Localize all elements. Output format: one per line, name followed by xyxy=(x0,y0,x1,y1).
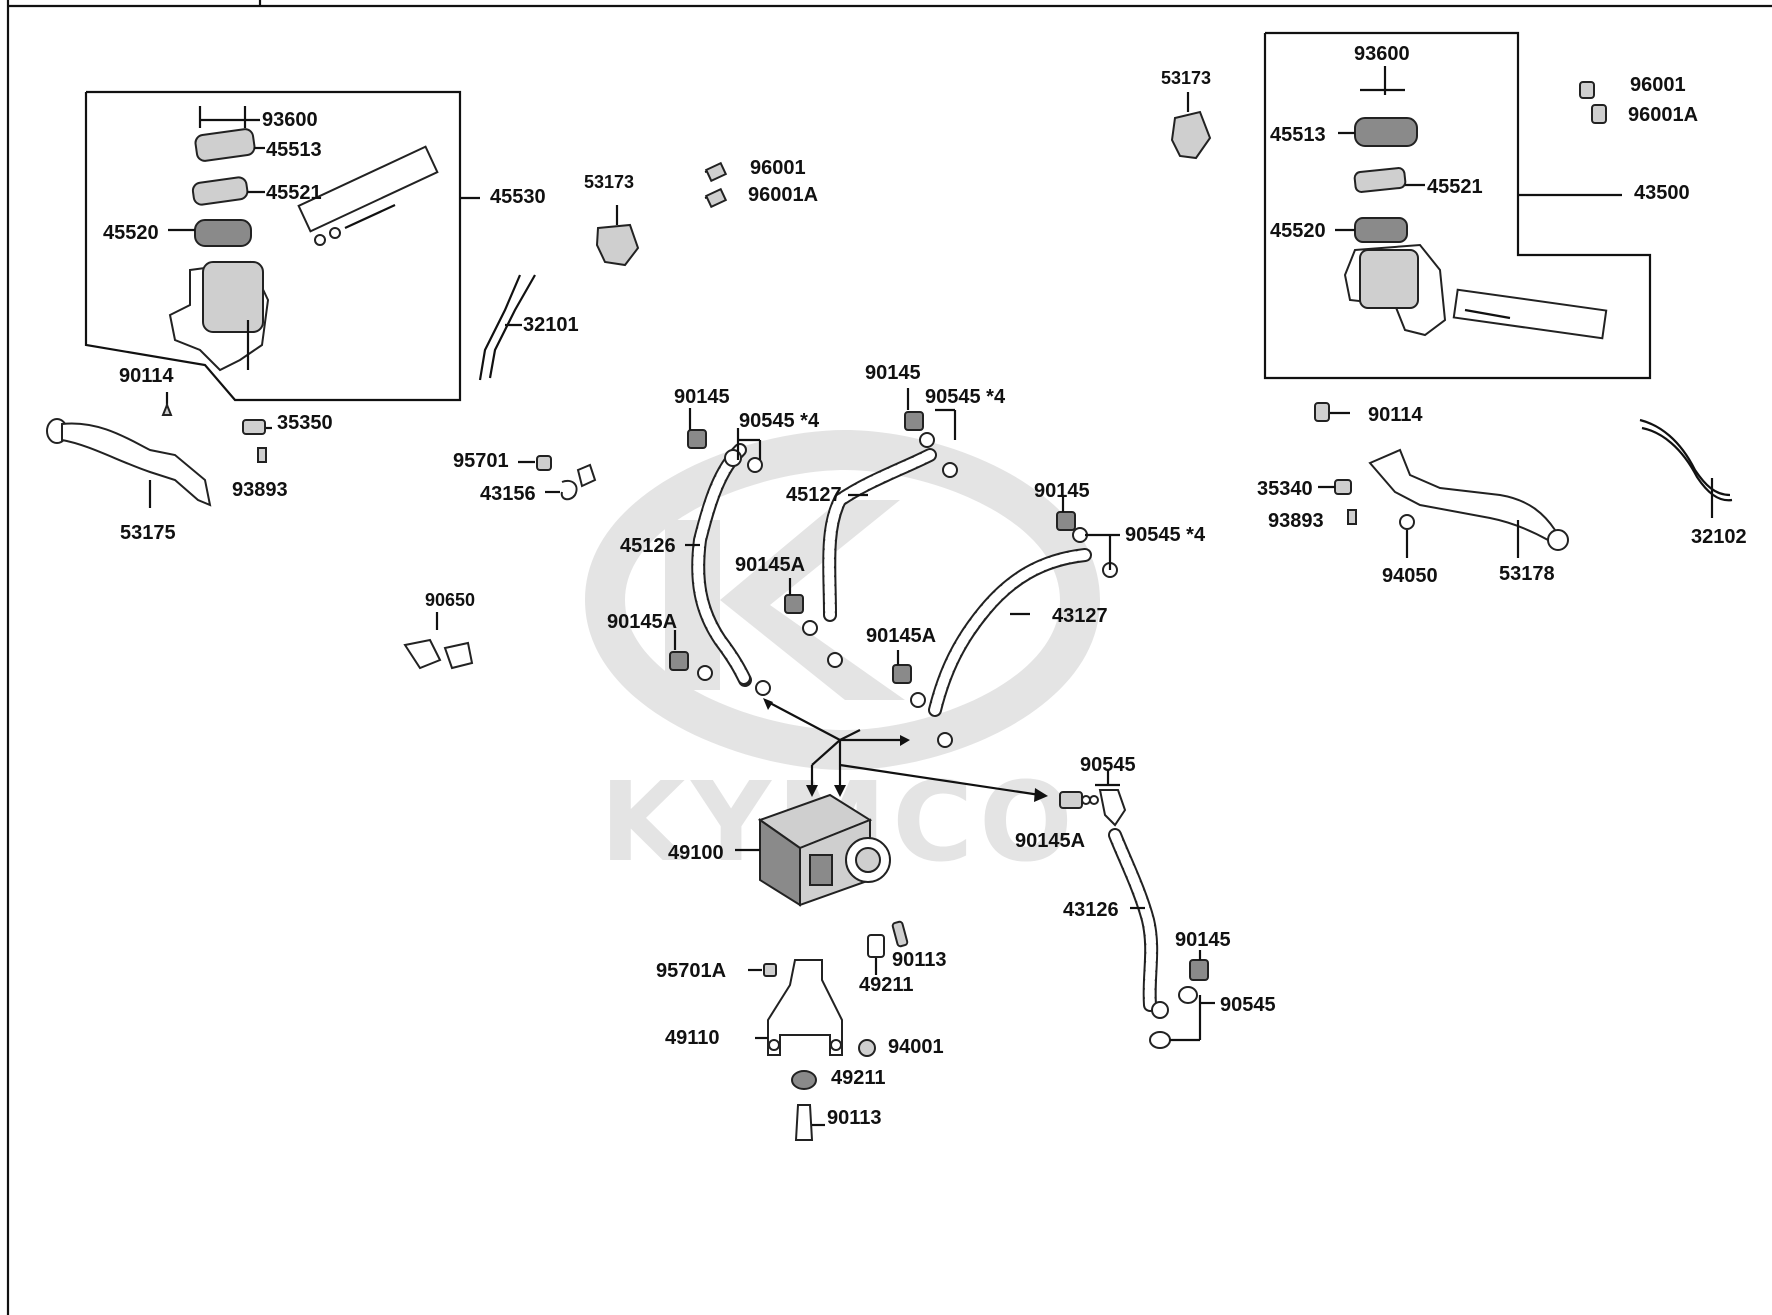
flow-arrows xyxy=(763,698,1048,802)
right-lever-parts xyxy=(1170,81,1733,558)
part-label-35350: 35350 xyxy=(277,412,333,434)
part-label-95701: 95701 xyxy=(453,450,509,472)
part-label-90545-a: 90545 *4 xyxy=(739,410,820,432)
part-label-90145-a: 90145 xyxy=(674,386,730,408)
part-label-90650: 90650 xyxy=(425,590,476,610)
part-label-90145-d: 90145 xyxy=(1175,929,1231,951)
abs-unit xyxy=(735,793,891,907)
part-label-90545-d: 90545 xyxy=(1080,754,1136,776)
right-master-cylinder-parts xyxy=(1335,66,1608,340)
part-label-90113-a: 90113 xyxy=(892,949,947,971)
clips-left xyxy=(403,455,597,670)
part-label-93600-left: 93600 xyxy=(262,109,318,131)
part-label-35340: 35340 xyxy=(1257,478,1313,500)
part-label-32102: 32102 xyxy=(1691,526,1747,548)
part-label-45521-left: 45521 xyxy=(266,182,322,204)
part-label-45513-right: 45513 xyxy=(1270,124,1326,146)
part-label-90145A-b: 90145A xyxy=(735,554,806,576)
part-label-45530: 45530 xyxy=(490,186,546,208)
part-label-49211-a: 49211 xyxy=(859,974,914,996)
part-label-94050: 94050 xyxy=(1382,565,1438,587)
part-label-49100: 49100 xyxy=(668,842,724,864)
brake-switch-and-cable-left xyxy=(478,161,728,381)
part-label-96001A-left: 96001A xyxy=(748,184,819,206)
part-label-93893-right: 93893 xyxy=(1268,510,1324,532)
part-label-45126: 45126 xyxy=(620,535,676,557)
part-label-90114-left: 90114 xyxy=(119,365,174,387)
abs-bracket-fasteners xyxy=(748,920,909,1141)
part-label-43500: 43500 xyxy=(1634,182,1690,204)
left-lever-parts xyxy=(46,392,272,508)
part-label-90145-c: 90145 xyxy=(1034,480,1090,502)
part-label-90113-b: 90113 xyxy=(827,1107,882,1129)
left-master-cylinder-box xyxy=(84,90,480,402)
part-label-45521-right: 45521 xyxy=(1427,176,1483,198)
part-label-96001-right: 96001 xyxy=(1630,74,1686,96)
right-master-cylinder-box xyxy=(1263,31,1652,380)
part-label-96001A-right: 96001A xyxy=(1628,104,1699,126)
part-label-43126: 43126 xyxy=(1063,899,1119,921)
left-master-cylinder-parts xyxy=(168,106,439,372)
part-label-53175: 53175 xyxy=(120,522,176,544)
brake-hoses-middle xyxy=(669,388,1120,748)
part-label-53173-left: 53173 xyxy=(584,172,635,192)
watermark-logo: KYMCO xyxy=(585,430,1100,886)
part-label-95701A: 95701A xyxy=(656,960,727,982)
part-label-94001: 94001 xyxy=(888,1036,944,1058)
part-label-90545-c: 90545 *4 xyxy=(1125,524,1206,546)
part-label-90114-right: 90114 xyxy=(1368,404,1423,426)
part-label-32101: 32101 xyxy=(523,314,579,336)
part-label-90545-e: 90545 xyxy=(1220,994,1276,1016)
page-frame xyxy=(6,0,1772,1315)
part-label-49211-b: 49211 xyxy=(831,1067,886,1089)
part-label-96001-left: 96001 xyxy=(750,157,806,179)
part-label-45513-left: 45513 xyxy=(266,139,322,161)
part-label-93893-left: 93893 xyxy=(232,479,288,501)
part-label-43127: 43127 xyxy=(1052,605,1108,627)
part-label-90545-b: 90545 *4 xyxy=(925,386,1006,408)
part-label-90145A-c: 90145A xyxy=(866,625,937,647)
front-hose-right xyxy=(1059,770,1215,1049)
part-label-45520-left: 45520 xyxy=(103,222,159,244)
part-label-49110: 49110 xyxy=(665,1027,720,1049)
part-label-90145A-d: 90145A xyxy=(1015,830,1086,852)
part-label-45127: 45127 xyxy=(786,484,842,506)
part-label-45520-right: 45520 xyxy=(1270,220,1326,242)
part-label-53178: 53178 xyxy=(1499,563,1555,585)
part-label-53173-right: 53173 xyxy=(1161,68,1212,88)
part-label-90145-b: 90145 xyxy=(865,362,921,384)
part-label-93600-right: 93600 xyxy=(1354,43,1410,65)
part-label-43156: 43156 xyxy=(480,483,536,505)
part-label-90145A-a: 90145A xyxy=(607,611,678,633)
